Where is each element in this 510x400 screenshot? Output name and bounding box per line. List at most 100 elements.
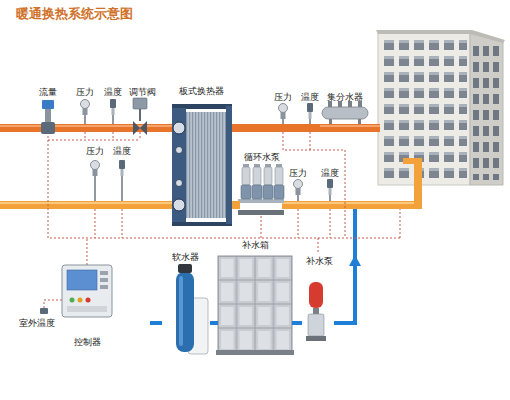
controller-case [62,265,112,317]
pipe-riser [414,160,422,209]
hx-plates [186,112,226,218]
building-front [378,32,470,185]
water-pipe [150,321,162,325]
instrument-label: 温度 [301,92,319,103]
pump-motor [308,314,324,336]
instrument-label: 流量 [39,87,57,98]
valve-body [133,121,147,135]
node-label: 控制器 [74,337,101,348]
sensor-stem [84,115,86,124]
instrument-label: 压力 [86,146,104,157]
resin-tank [176,272,194,352]
controller-screen [67,270,97,290]
hx-front-frame [172,108,186,222]
return-pipe-connector [232,201,240,209]
building-side [470,32,503,185]
makeup-pump [306,282,326,341]
sensor-stem [297,195,299,201]
manifold-body [322,107,368,119]
diagram-title: 暖通换热系统示意图 [16,6,133,22]
tank-shine [179,276,183,346]
control-valve [133,98,147,135]
hx-bottom-bar [172,222,232,226]
signal-wire [283,132,345,238]
sensor-stem [112,115,114,124]
controller-button [100,278,108,282]
controller-led [86,298,91,303]
sensor-stem [329,195,331,201]
hx-port [173,122,185,134]
signal-wire [95,209,122,238]
makeup-tank [216,256,294,355]
pipe-highlight [0,202,174,204]
hx-port [176,180,183,187]
sensor-stem [94,176,96,201]
pipe-elbow [403,158,422,164]
water-softener [176,264,208,354]
controller-box: 控制器 [58,262,116,348]
pressure-sensor [81,100,90,116]
signal-wire [261,209,400,252]
water-pipe-connector [210,321,218,325]
valve-stem [139,109,141,121]
sensor-stem [282,119,284,124]
sensor-stem [309,119,311,124]
manifold-leg [358,119,361,124]
outdoor-sensor [40,308,48,314]
manifold [322,101,368,124]
controller-button [100,285,108,289]
meter-body [41,122,55,134]
manifold-box: 集分水器 [320,92,370,132]
pump [274,164,284,199]
supply-pipe-connector [232,124,320,132]
circulation-pumps [238,164,284,215]
node-label: 板式换热器 [179,86,224,97]
hx-back-frame [226,106,232,224]
softener-box: 软水器 [160,252,210,358]
controller-led [78,298,83,303]
pressure-vessel [309,282,323,308]
sensor-label: 室外温度 [19,318,55,329]
temperature-sensor [119,160,125,176]
pump-header [238,199,284,203]
instrument-label: 温度 [104,87,122,98]
pump [241,164,251,199]
tank-body [218,256,292,352]
node-label: 集分水器 [327,92,363,103]
controller-terminal [67,306,107,312]
flow-meter [41,100,55,134]
instrument-label: 调节阀 [129,87,156,98]
pipe-segment [318,124,380,132]
pipe-highlight [282,202,422,204]
makeup-pump-box: 补水泵 [302,256,336,346]
pump-base [306,336,326,341]
meter-head [42,100,54,109]
controller-button [100,271,108,275]
hx-plate-lines [186,112,226,218]
instrument-label: 压力 [289,168,307,179]
pump-base [238,210,284,215]
plate-heat-exchanger [172,104,232,226]
node-label: 补水箱 [242,240,269,251]
node-label: 循环水泵 [244,152,280,163]
instrument-label: 压力 [76,87,94,98]
pipe-highlight [318,125,380,127]
water-pipe-connector [292,321,302,325]
pump-group-box: 循环水泵 [240,152,284,216]
hx-port [173,199,185,211]
flow-arrow [349,255,361,266]
controller-led [70,298,75,303]
pipe-highlight [0,125,174,127]
pump [252,164,262,199]
temperature-sensor [327,179,333,195]
node-label: 软水器 [172,252,199,263]
hx-port [176,147,183,154]
heat-exchanger-box: 板式换热器 [170,86,232,226]
node-label: 补水泵 [306,256,333,267]
controller [62,265,112,317]
pump [263,164,273,199]
building-mass [378,32,503,185]
meter-stem [45,109,51,124]
pressure-sensor [279,104,288,120]
